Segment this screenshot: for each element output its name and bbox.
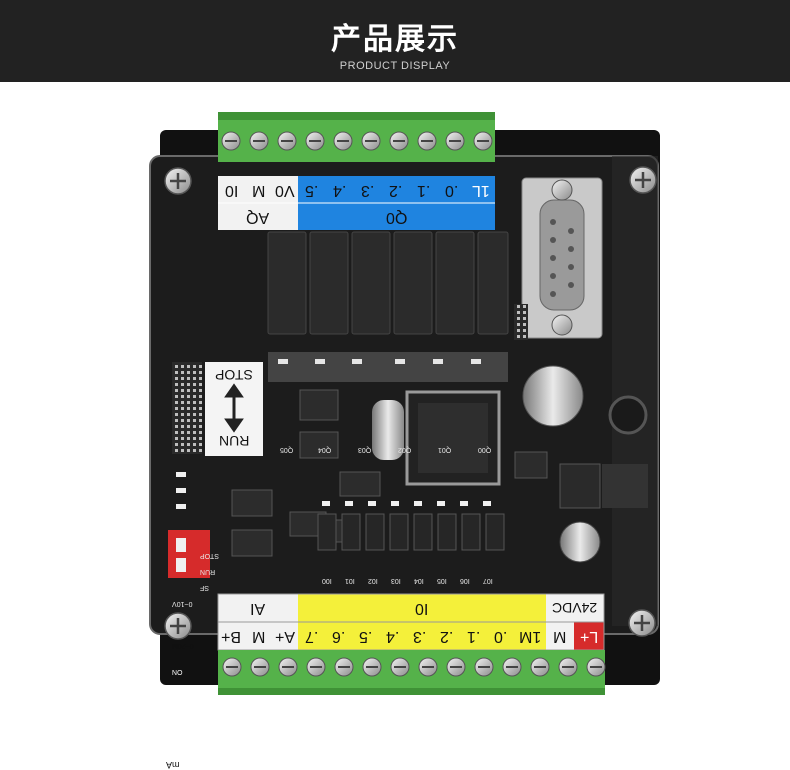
silk-q01: Q01 <box>438 446 452 453</box>
qo-pin-1l: 1L <box>471 181 490 199</box>
silk-q02: Q02 <box>398 446 412 453</box>
io-pin-7: .7 <box>304 628 319 645</box>
silk-range-10v: 0~10V <box>172 600 193 607</box>
qo-pin-1: .1 <box>417 181 431 199</box>
silk-i04: I04 <box>414 577 424 584</box>
silk-q05: Q05 <box>280 446 294 453</box>
silk-i02: I02 <box>368 577 378 584</box>
io-pin-0: .0 <box>493 628 508 645</box>
silk-ma: mA <box>166 760 180 770</box>
silk-q04: Q04 <box>318 446 332 453</box>
banner-subtitle: PRODUCT DISPLAY <box>339 60 451 72</box>
run-label: STOP <box>215 367 253 383</box>
silk-i01: I01 <box>345 577 355 584</box>
power-pin-m: M <box>553 628 567 645</box>
dip-switch <box>168 530 210 578</box>
power-label: 24VDC <box>552 600 598 616</box>
silk-i05: I05 <box>437 577 447 584</box>
silk-i06: I06 <box>460 577 470 584</box>
power-pin-l-plus: L+ <box>579 628 599 645</box>
silk-stop: STOP <box>200 552 219 559</box>
ai-pin-a-plus: A+ <box>274 628 295 645</box>
io-pin-5: .5 <box>358 628 373 645</box>
ai-pin-m: M <box>251 628 266 645</box>
io-label: I0 <box>415 600 429 617</box>
ai-pin-b-plus: B+ <box>221 628 242 645</box>
qo-pin-3: .3 <box>361 181 375 199</box>
io-pin-3: .3 <box>412 628 427 645</box>
coin-battery <box>522 365 584 427</box>
silk-i00: I00 <box>322 577 332 584</box>
silk-on: ON <box>172 668 183 675</box>
aq-pin-i0: I0 <box>224 181 239 199</box>
plc-board-illustration <box>149 112 660 695</box>
product-photo: I0 M V0 AQ .5 .4 .3 .2 .1 .0 1L Q0 AI B+… <box>0 82 790 770</box>
silk-i03: I03 <box>391 577 401 584</box>
silk-run: RUN <box>200 568 216 575</box>
silk-sf: SF <box>200 584 209 591</box>
io-pin-4: .4 <box>385 628 400 645</box>
silk-q03: Q03 <box>358 446 372 453</box>
aq-pin-v0: V0 <box>275 181 295 199</box>
io-pin-6: .6 <box>331 628 346 645</box>
qo-pin-4: .4 <box>333 181 347 199</box>
silk-range-20ma: 0~20M <box>172 642 194 649</box>
aq-label: AQ <box>246 208 270 226</box>
silk-q00: Q00 <box>478 446 492 453</box>
aq-pin-m: M <box>251 181 266 199</box>
ai-label: AI <box>250 600 266 617</box>
stop-label: RUN <box>218 433 250 449</box>
qo-label: Q0 <box>385 208 408 226</box>
qo-pin-5: .5 <box>305 181 319 199</box>
banner-title: 产品展示 <box>331 22 459 57</box>
silk-i07: I07 <box>483 577 493 584</box>
io-pin-1: .1 <box>466 628 481 645</box>
io-pin-2: .2 <box>439 628 454 645</box>
qo-pin-2: .2 <box>389 181 403 199</box>
io-pin-1m: 1M <box>518 628 542 645</box>
header-banner: 产品展示 PRODUCT DISPLAY <box>0 0 790 82</box>
qo-pin-0: .0 <box>445 181 459 199</box>
